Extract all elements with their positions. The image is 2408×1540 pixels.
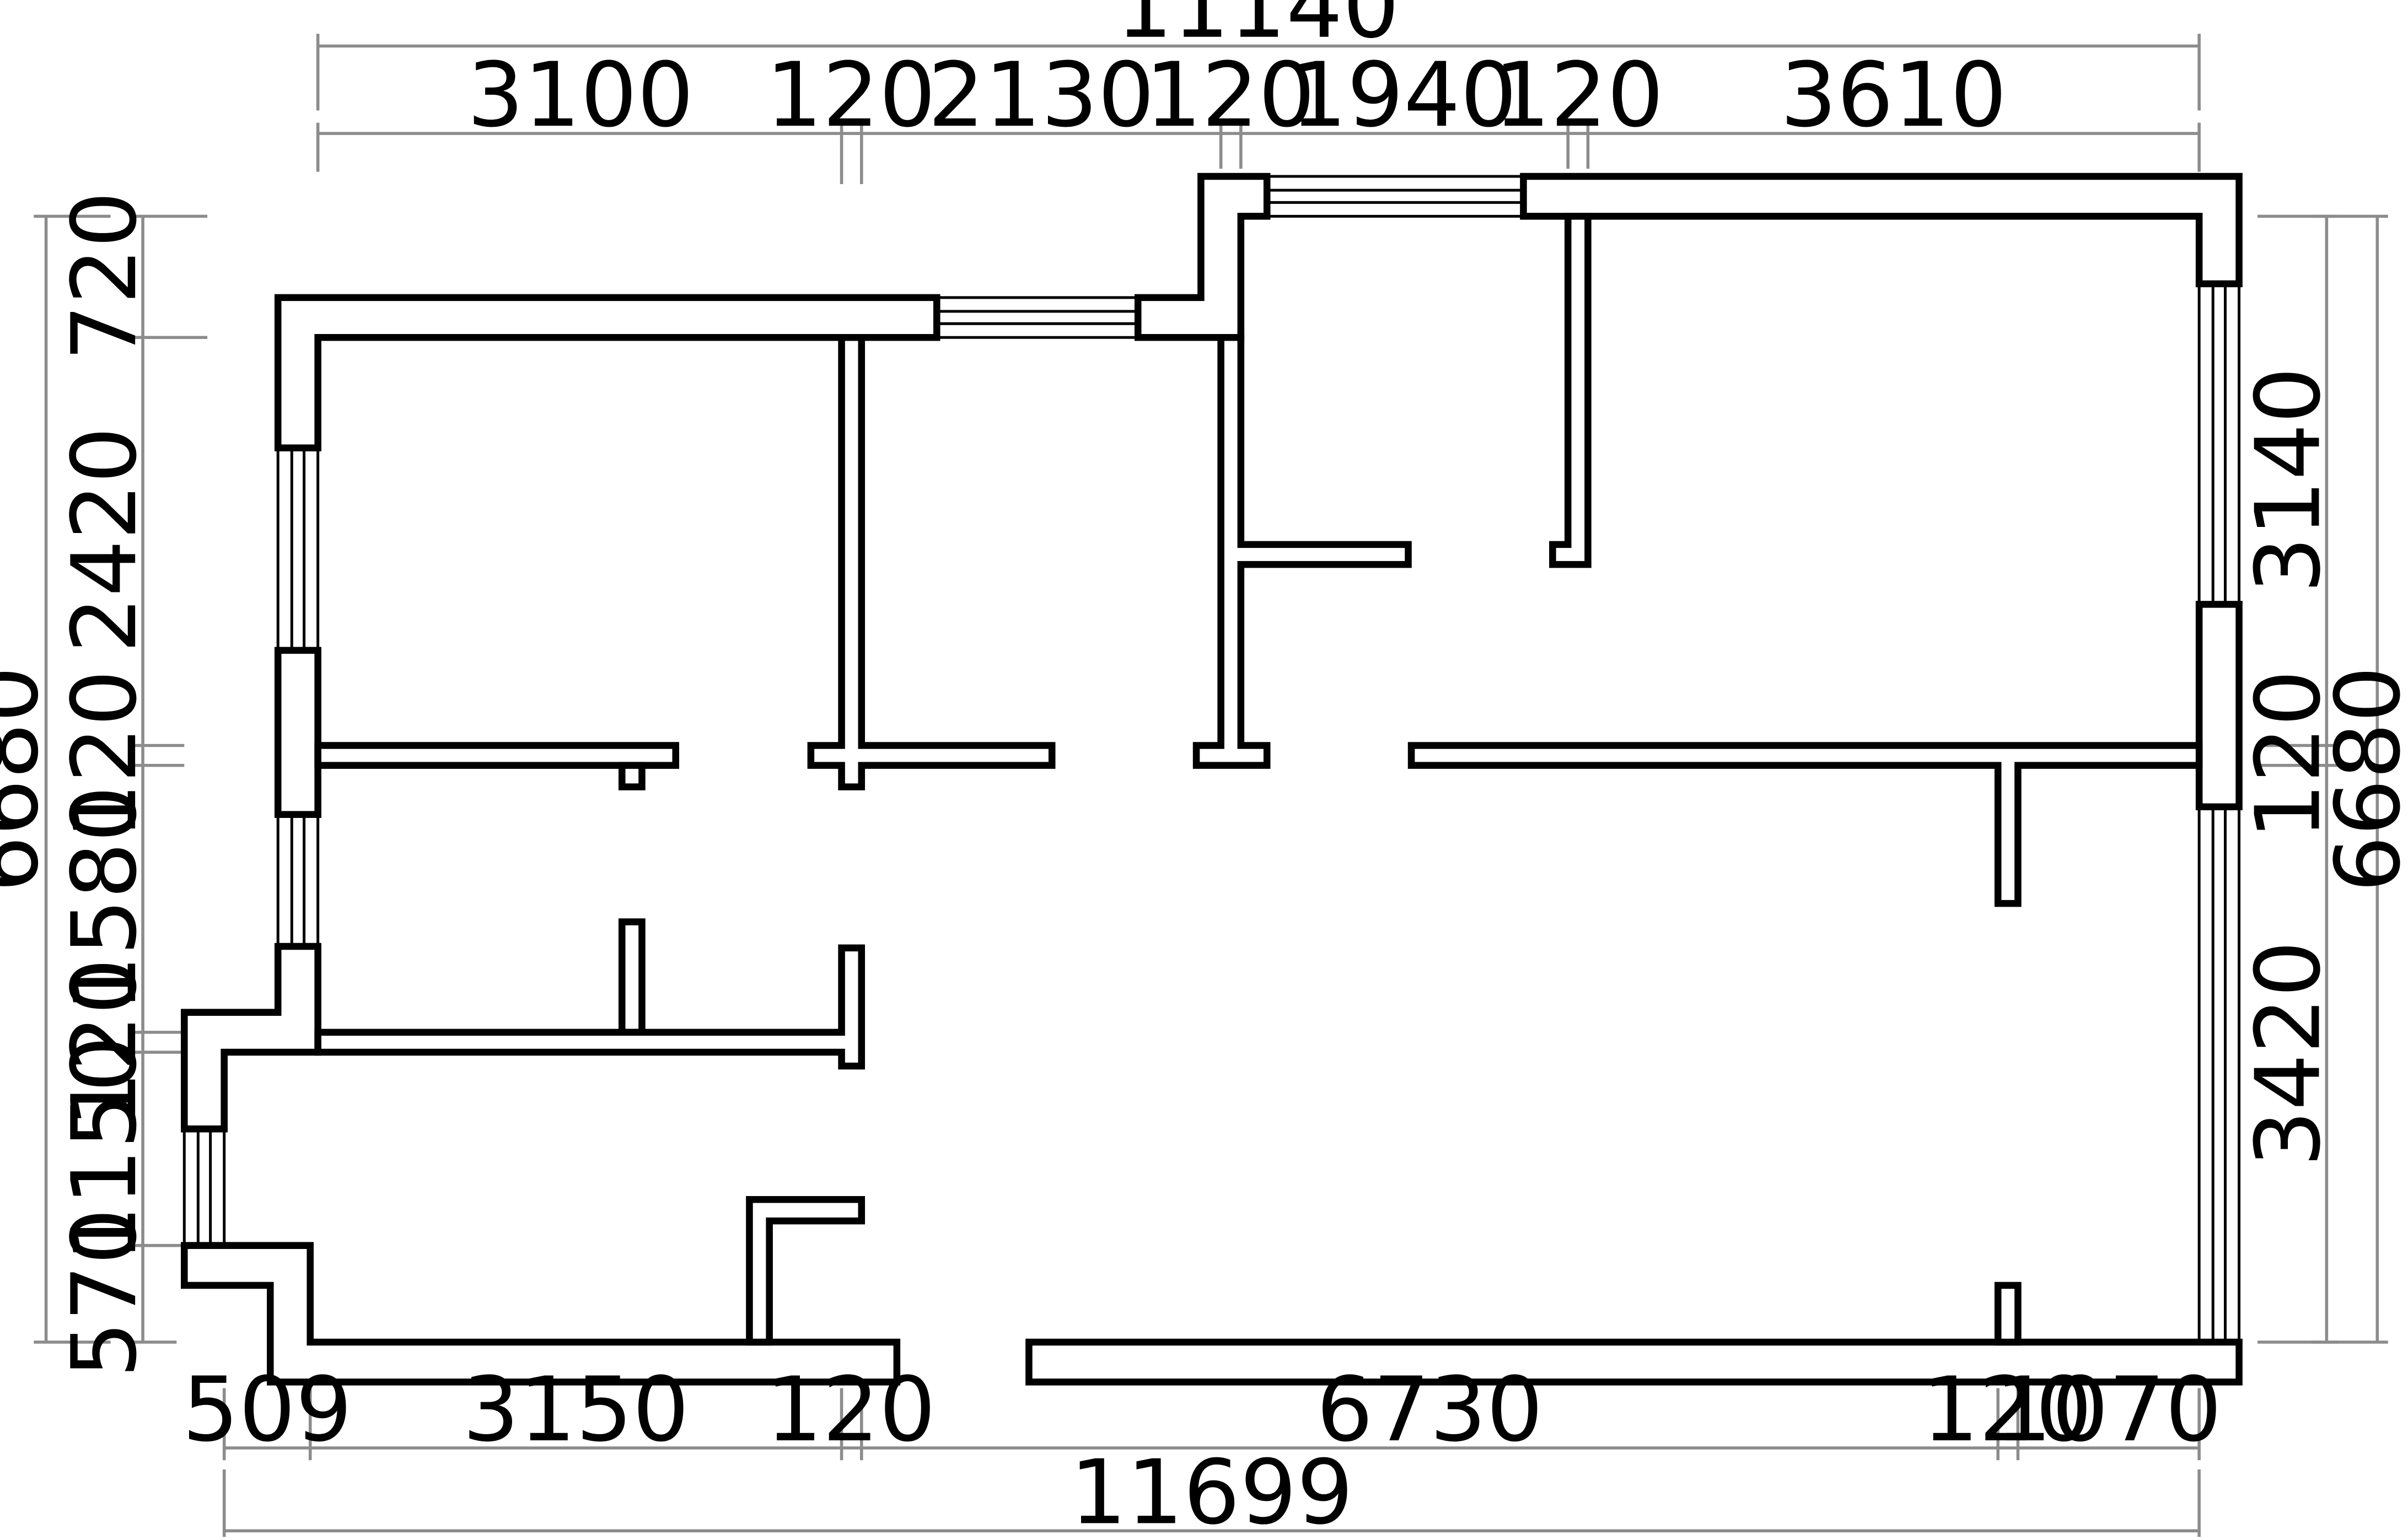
- interior-wall-horizontal-left: [314, 742, 679, 769]
- dim-bottom-3: 120: [766, 1358, 936, 1462]
- window-left-lower: [182, 1129, 226, 1246]
- dim-bottom-1: 509: [182, 1358, 352, 1462]
- interior-wall-vertical-c: [1549, 213, 1592, 568]
- dim-top-1: 3100: [467, 44, 694, 147]
- window-right-lower: [2197, 806, 2241, 1343]
- dim-right-3: 3420: [2237, 940, 2340, 1167]
- interior-wall-stub-bottom: [1994, 1281, 2022, 1346]
- interior-wall-horizontal-right: [1407, 742, 2203, 907]
- dim-left-3: 120: [53, 670, 157, 839]
- dim-right-2: 120: [2237, 670, 2340, 839]
- dim-left-1: 720: [53, 191, 157, 361]
- interior-wall-vertical-b: [1192, 333, 1412, 769]
- exterior-wall-top-right: [1520, 173, 2243, 288]
- window-left-middle: [276, 814, 320, 947]
- window-top-middle: [1267, 175, 1524, 218]
- exterior-wall-bottom-left: [181, 1242, 901, 1386]
- dim-bottom-2: 3150: [463, 1358, 689, 1462]
- dim-top-3: 2130: [928, 44, 1154, 147]
- dim-bottom-6: 1070: [1995, 1358, 2222, 1462]
- dim-bottom-overall: 11699: [1070, 1441, 1353, 1540]
- interior-wall-post: [618, 918, 646, 1036]
- walls: [181, 173, 2243, 1386]
- dim-bottom-5: 120: [1922, 1358, 2092, 1462]
- dim-bottom-4: 6730: [1316, 1358, 1543, 1462]
- dim-left-6: 1150: [53, 1036, 157, 1262]
- window-right-upper: [2197, 283, 2241, 605]
- dim-top-5: 1940: [1291, 44, 1517, 147]
- interior-wall-stub-left: [618, 762, 646, 790]
- exterior-wall-step: [1134, 173, 1271, 341]
- dim-top-2: 120: [766, 44, 936, 147]
- dim-left-2: 2420: [53, 427, 157, 653]
- exterior-wall-top-left: [274, 294, 940, 451]
- interior-wall-l-shape: [746, 1196, 866, 1346]
- windows: [182, 175, 2241, 1343]
- dim-left-overall: 6680: [0, 666, 58, 892]
- exterior-wall-left-jog: [181, 943, 321, 1133]
- dim-top-7: 3610: [1780, 44, 2007, 147]
- exterior-pier-left: [274, 647, 321, 818]
- window-top-left: [937, 296, 1138, 339]
- dim-right-overall: 6680: [2316, 666, 2408, 892]
- dim-top-overall: 11140: [1116, 0, 1400, 58]
- dim-top-4: 120: [1145, 44, 1315, 147]
- dim-left-7: 570: [53, 1208, 157, 1378]
- interior-wall-horizontal-lower: [314, 944, 866, 1070]
- window-left-upper: [276, 448, 320, 650]
- interior-wall-vertical-a: [807, 333, 1056, 790]
- dim-top-6: 120: [1494, 44, 1664, 147]
- dim-left-5: 120: [53, 958, 157, 1128]
- exterior-wall-bottom-right: [1025, 1338, 2243, 1386]
- dimension-lines: [34, 34, 2388, 1537]
- dim-left-4: 1580: [53, 785, 157, 1012]
- dim-right-1: 3140: [2237, 367, 2340, 594]
- exterior-pier-right: [2195, 601, 2243, 811]
